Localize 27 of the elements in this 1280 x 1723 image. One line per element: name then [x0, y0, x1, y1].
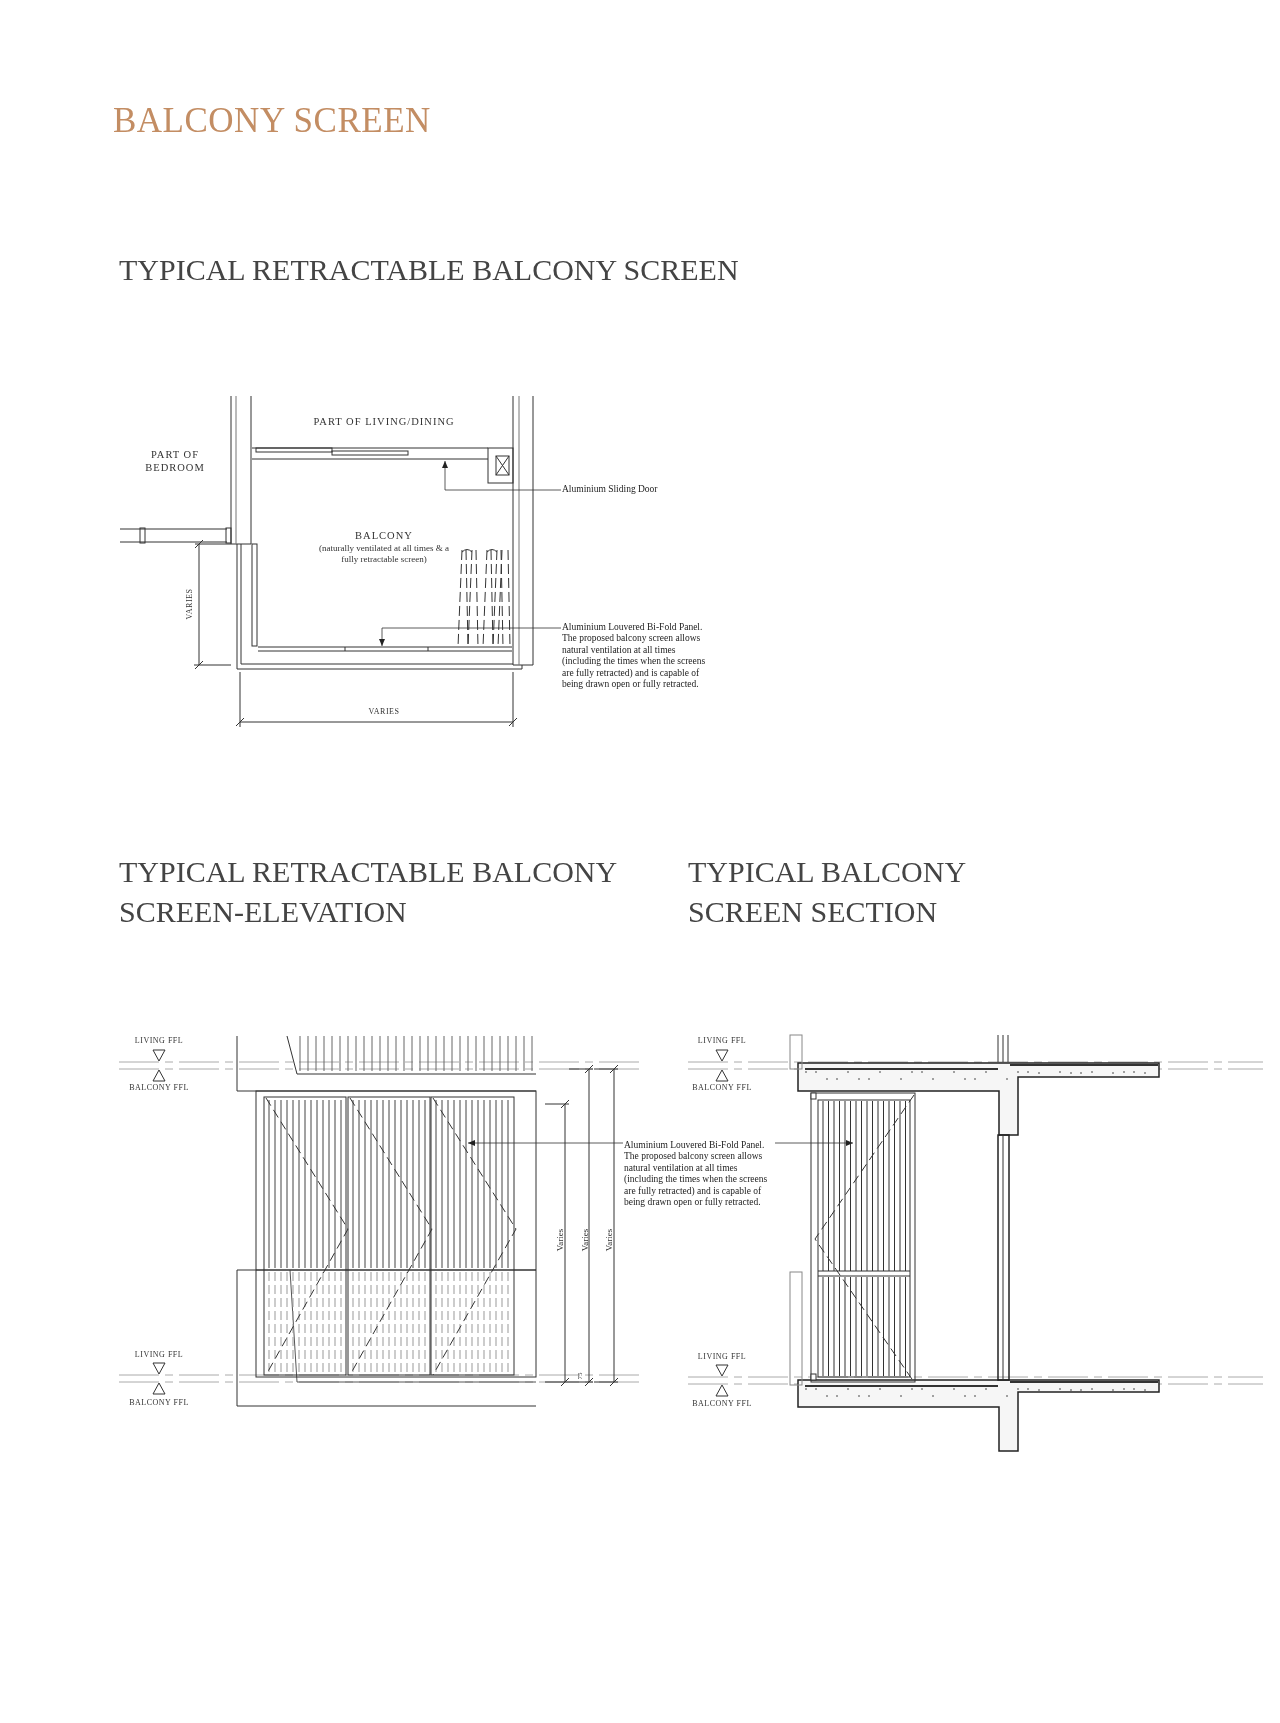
- bi-fold-panel-drawing: [255, 1090, 537, 1378]
- room-label: BALCONY: [355, 530, 413, 543]
- level-label: BALCONY FFL: [692, 1083, 752, 1093]
- callout-text: Aluminium Louvered Bi-Fold Panel. The proposed balcony screen allows natural ventilation at all times (including the times when the screens are fully retracted) and is capable of being drawn open or fully retracted.: [624, 1140, 774, 1209]
- room-label: PART OF LIVING/DINING: [313, 416, 455, 429]
- level-label: BALCONY FFL: [129, 1083, 189, 1093]
- callout-text: Aluminium Sliding Door: [562, 484, 682, 496]
- dimension-text: Varies: [554, 1228, 566, 1252]
- level-label: LIVING FFL: [697, 1036, 747, 1046]
- section-heading: TYPICAL BALCONY SCREEN SECTION: [688, 854, 967, 930]
- dimension-text: VARIES: [368, 707, 400, 717]
- level-label: BALCONY FFL: [129, 1398, 189, 1408]
- dimension-text: Varies: [603, 1228, 615, 1252]
- bi-fold-panel-drawing: [810, 1092, 916, 1383]
- sliding-door-drawing: [251, 447, 514, 484]
- section-heading: TYPICAL RETRACTABLE BALCONY SCREEN: [119, 252, 740, 288]
- level-label: BALCONY FFL: [692, 1399, 752, 1409]
- room-note: (naturally ventilated at all times & a fully retractable screen): [318, 543, 450, 565]
- level-label: LIVING FFL: [134, 1036, 184, 1046]
- level-label: LIVING FFL: [134, 1350, 184, 1360]
- dimension-text: VARIES: [185, 588, 195, 620]
- page-title: BALCONY SCREEN: [113, 100, 431, 142]
- room-label: PART OF BEDROOM: [144, 449, 206, 475]
- dimension-text: Varies: [579, 1228, 591, 1252]
- callout-text: Aluminium Louvered Bi-Fold Panel. The proposed balcony screen allows natural ventilation at all times (including the times when the screens are fully retracted) and is capable of being drawn open or fully retracted.: [562, 622, 712, 691]
- level-label: LIVING FFL: [697, 1352, 747, 1362]
- section-heading: TYPICAL RETRACTABLE BALCONY SCREEN-ELEVATION: [119, 854, 618, 930]
